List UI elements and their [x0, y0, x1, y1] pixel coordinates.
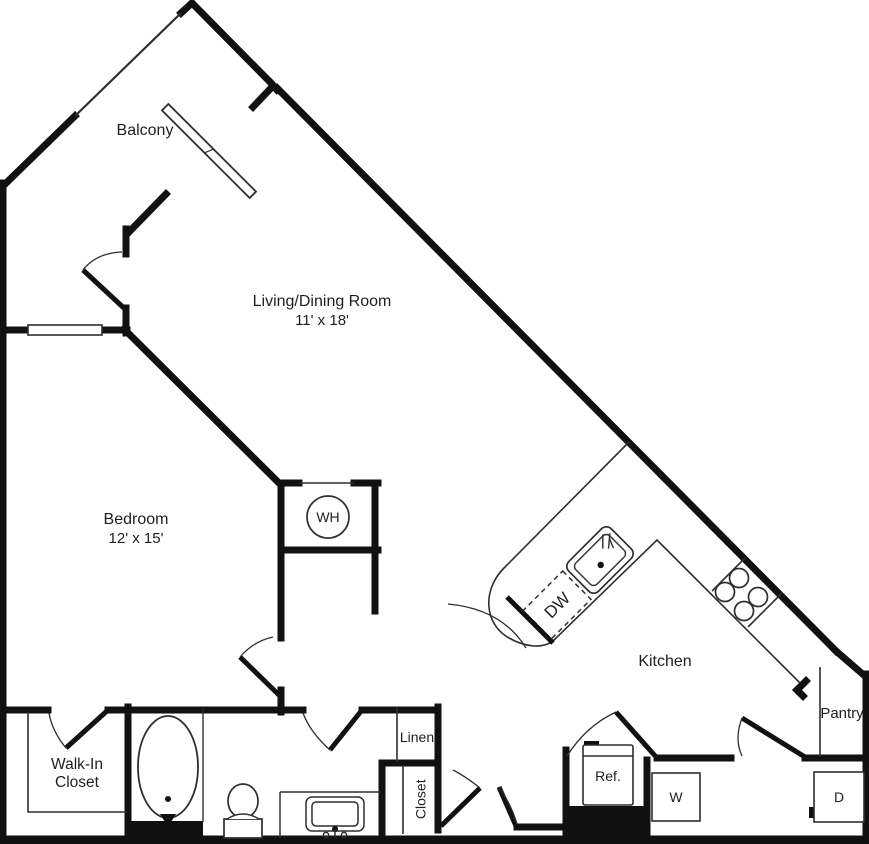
balcony-label-text: Balcony [116, 122, 174, 139]
laundry-door[interactable] [566, 710, 659, 760]
living-dining-label-text: Living/Dining Room [252, 293, 392, 310]
doors-layer [48, 251, 807, 828]
bathroom-door[interactable] [302, 708, 364, 752]
washer-label: W [651, 789, 701, 806]
refrigerator-icon [582, 744, 634, 806]
entry-threshold [568, 806, 645, 838]
stove-burners-icon [714, 567, 769, 622]
tub-threshold [130, 821, 203, 838]
water-heater-icon [306, 495, 350, 539]
walkin-shelf-line [27, 712, 127, 813]
entry-door-left[interactable] [439, 769, 482, 828]
balcony-door[interactable] [81, 251, 128, 312]
kitchen-door[interactable] [447, 595, 555, 649]
living-dining-dims: 11' x 18' [295, 311, 349, 329]
bedroom-window [27, 324, 103, 336]
pantry-door[interactable] [737, 715, 807, 760]
dishwasher-label: DW [541, 589, 574, 622]
living-dining-label: Living/Dining Room 11' x 18' [222, 293, 422, 330]
kitchen-counter-edge [488, 441, 801, 684]
dryer-label-text: D [833, 789, 845, 805]
water-heater-label: WH [303, 509, 353, 526]
pantry-label: Pantry [813, 705, 869, 723]
water-heater-label-text: WH [316, 509, 340, 525]
entry-door-right[interactable] [496, 786, 519, 827]
bedroom-door[interactable] [238, 636, 283, 699]
washer-icon [651, 772, 701, 822]
vanity-sink-icon [279, 791, 381, 839]
kitchen-label-text: Kitchen [638, 653, 692, 670]
wall-fills [130, 741, 816, 838]
dryer-handle [809, 807, 816, 818]
washer-label-text: W [669, 789, 683, 805]
toilet-icon [223, 783, 263, 839]
pantry-label-text: Pantry [820, 705, 864, 722]
sliding-door[interactable] [160, 102, 258, 200]
hall-closet-label-text: Closet [412, 779, 429, 820]
kitchen-sink-icon [565, 525, 635, 595]
walkin-closet-label-line2: Closet [55, 774, 99, 792]
balcony-label: Balcony [85, 122, 205, 141]
walkin-closet-label: Walk-In Closet [27, 756, 127, 793]
linen-label: Linen [392, 729, 442, 746]
kitchen-label: Kitchen [615, 653, 715, 672]
walkin-closet-label-line1: Walk-In [51, 756, 103, 773]
refrigerator-label: Ref. [583, 768, 633, 785]
hall-closet-label: Closet [413, 774, 430, 824]
balcony-railing [74, 12, 182, 117]
stove-edge-right [747, 592, 783, 628]
fridge-handle [584, 741, 599, 746]
refrigerator-label-text: Ref. [595, 768, 621, 784]
dryer-icon [813, 771, 865, 823]
bedroom-label-text: Bedroom [103, 511, 169, 528]
thin-lines-layer [27, 12, 821, 834]
walkin-closet-door[interactable] [48, 708, 110, 750]
bathtub-icon [137, 708, 204, 827]
bedroom-dims: 12' x 15' [108, 529, 164, 547]
bedroom-label: Bedroom 12' x 15' [61, 511, 211, 548]
dryer-label: D [814, 789, 864, 806]
linen-label-text: Linen [399, 729, 435, 745]
